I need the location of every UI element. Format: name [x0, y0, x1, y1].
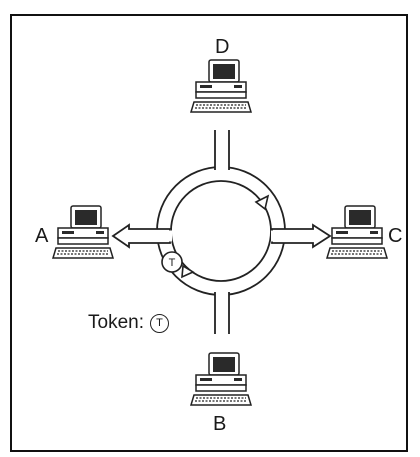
ring-direction-arrow-1	[254, 194, 270, 211]
ring-direction-arrow-2	[181, 264, 195, 279]
token-legend: Token: T	[88, 312, 169, 334]
node-label-c: C	[388, 225, 403, 247]
node-label-d: D	[215, 36, 230, 58]
connector-left-arrow	[111, 223, 172, 249]
diagram-frame	[10, 14, 408, 452]
node-label-b: B	[213, 413, 227, 435]
connector-right-arrow	[271, 223, 332, 249]
computer-b-icon	[190, 352, 252, 406]
connector-top	[214, 130, 230, 171]
ring	[156, 166, 286, 296]
node-label-a: A	[35, 225, 49, 247]
legend-label: Token:	[88, 312, 144, 333]
computer-a-icon	[52, 205, 114, 259]
computer-d-icon	[190, 59, 252, 113]
token-symbol: T	[169, 257, 176, 269]
connector-bottom	[214, 291, 230, 335]
legend-token-icon: T	[149, 313, 169, 333]
computer-c-icon	[326, 205, 388, 259]
token-marker: T	[161, 251, 183, 273]
